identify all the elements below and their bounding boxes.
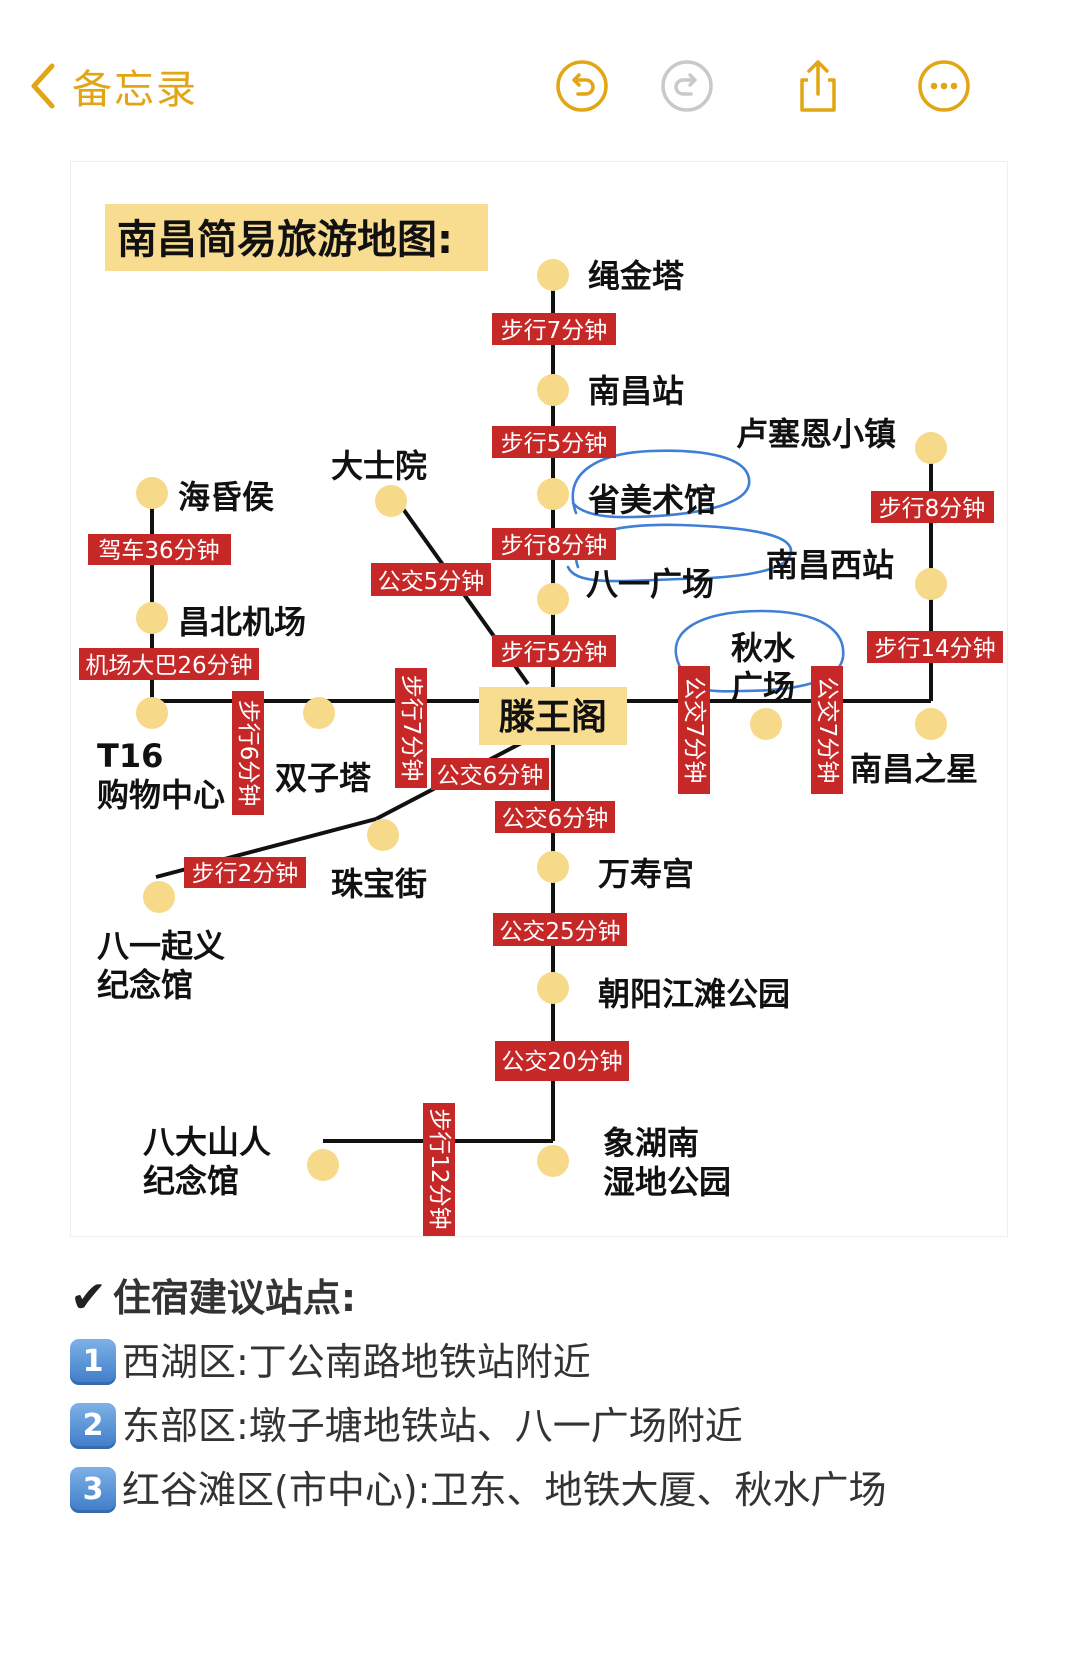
station-wanshougong: 万寿宫 bbox=[598, 855, 694, 893]
list-item-text: 东部区:墩子塘地铁站、八一广场附近 bbox=[122, 1404, 743, 1448]
more-icon[interactable] bbox=[916, 58, 972, 114]
undo-icon[interactable] bbox=[554, 58, 610, 114]
station-shengjinta: 绳金塔 bbox=[588, 257, 685, 295]
route-walk5a: 步行5分钟 bbox=[501, 431, 608, 457]
station-qiushui-line2: 广场 bbox=[731, 668, 795, 706]
route-walk8b: 步行8分钟 bbox=[879, 496, 986, 522]
chevron-left-icon bbox=[31, 63, 55, 109]
station-badashanren-line2: 纪念馆 bbox=[143, 1162, 239, 1200]
route-airport26: 机场大巴26分钟 bbox=[85, 653, 252, 679]
route-walk8a: 步行8分钟 bbox=[501, 533, 608, 559]
route-bus5: 公交5分钟 bbox=[378, 569, 485, 595]
route-walk12: 步行12分钟 bbox=[426, 1108, 452, 1229]
station-lusaien: 卢塞恩小镇 bbox=[736, 415, 896, 453]
route-walk14: 步行14分钟 bbox=[874, 636, 995, 662]
keycap-two-icon: 2 bbox=[70, 1403, 116, 1449]
station-t16-line2: 购物中心 bbox=[97, 776, 225, 814]
station-qiushui-line1: 秋水 bbox=[731, 629, 796, 667]
redo-icon[interactable] bbox=[659, 58, 715, 114]
tengwangge-box bbox=[479, 687, 627, 745]
station-changbei: 昌北机场 bbox=[178, 603, 306, 641]
travel-map: 南昌简易旅游地图: bbox=[79, 204, 1003, 1236]
keycap-one-icon: 1 bbox=[70, 1339, 116, 1385]
top-navigation-bar: 备忘录 bbox=[0, 0, 1080, 160]
station-tengwangge: 滕王阁 bbox=[499, 696, 607, 738]
back-label: 备忘录 bbox=[72, 67, 198, 113]
station-t16-line1: T16 bbox=[97, 737, 163, 775]
keycap-three-icon: 3 bbox=[70, 1467, 116, 1513]
station-bayi-square: 八一广场 bbox=[586, 565, 714, 603]
station-chaoyang: 朝阳江滩公园 bbox=[598, 975, 790, 1013]
note-text[interactable]: ✔ 住宿建议站点: 1 西湖区:丁公南路地铁站附近 2 东部区:墩子塘地铁站、八… bbox=[70, 1266, 1030, 1522]
list-item: 2 东部区:墩子塘地铁站、八一广场附近 bbox=[70, 1394, 1030, 1458]
station-dashiyuan: 大士院 bbox=[331, 447, 427, 485]
route-bus7b: 公交7分钟 bbox=[814, 677, 840, 784]
share-icon[interactable] bbox=[790, 58, 846, 114]
route-bus25: 公交25分钟 bbox=[499, 919, 620, 945]
station-badashanren-line1: 八大山人 bbox=[143, 1123, 271, 1161]
route-drive36: 驾车36分钟 bbox=[98, 538, 219, 564]
station-nanchang-station: 南昌站 bbox=[588, 372, 684, 410]
station-bayi-qiyi-line2: 纪念馆 bbox=[97, 966, 193, 1004]
station-shuangzita: 双子塔 bbox=[275, 759, 372, 797]
station-haihunhou: 海昏侯 bbox=[178, 478, 274, 516]
station-meishuguan: 省美术馆 bbox=[588, 481, 716, 519]
list-item: 1 西湖区:丁公南路地铁站附近 bbox=[70, 1330, 1030, 1394]
route-bus6a: 公交6分钟 bbox=[437, 763, 544, 789]
list-item: 3 红谷滩区(市中心):卫东、地铁大厦、秋水广场 bbox=[70, 1458, 1030, 1522]
station-nanchang-star: 南昌之星 bbox=[850, 750, 978, 788]
route-walk7: 步行7分钟 bbox=[501, 318, 608, 344]
route-walk2: 步行2分钟 bbox=[192, 861, 299, 887]
map-title-box bbox=[105, 204, 488, 271]
route-walk6: 步行6分钟 bbox=[235, 700, 261, 807]
map-title: 南昌简易旅游地图: bbox=[117, 217, 453, 263]
handwritten-annotations bbox=[566, 449, 845, 693]
vertical-route-labels: 步行6分钟 步行7分钟 公交7分钟 公交7分钟 步行12分钟 bbox=[232, 666, 843, 1236]
accommodation-header-text: 住宿建议站点: bbox=[112, 1276, 357, 1320]
station-bayi-qiyi-line1: 八一起义 bbox=[97, 927, 225, 965]
list-item-text: 红谷滩区(市中心):卫东、地铁大厦、秋水广场 bbox=[122, 1468, 887, 1512]
back-button[interactable]: 备忘录 bbox=[28, 58, 198, 114]
route-walk5b: 步行5分钟 bbox=[501, 640, 608, 666]
checkmark-icon: ✔ bbox=[70, 1272, 107, 1323]
list-item-text: 西湖区:丁公南路地铁站附近 bbox=[122, 1340, 591, 1384]
station-xianghu-line1: 象湖南 bbox=[603, 1124, 699, 1162]
stations bbox=[136, 259, 947, 1181]
map-image: 南昌简易旅游地图: bbox=[70, 161, 1008, 1237]
accommodation-header: ✔ 住宿建议站点: bbox=[70, 1266, 1030, 1330]
route-bus20: 公交20分钟 bbox=[501, 1049, 622, 1075]
route-walk7b: 步行7分钟 bbox=[398, 675, 424, 782]
route-bus7a: 公交7分钟 bbox=[681, 677, 707, 784]
station-nanchang-west: 南昌西站 bbox=[766, 546, 894, 584]
route-bus6b: 公交6分钟 bbox=[502, 806, 609, 832]
station-xianghu-line2: 湿地公园 bbox=[603, 1163, 731, 1201]
route-labels: 步行7分钟 步行5分钟 步行8分钟 步行5分钟 公交6分钟 公交6分钟 公交25… bbox=[79, 313, 1003, 1081]
station-zhubaojie: 珠宝街 bbox=[331, 865, 427, 903]
